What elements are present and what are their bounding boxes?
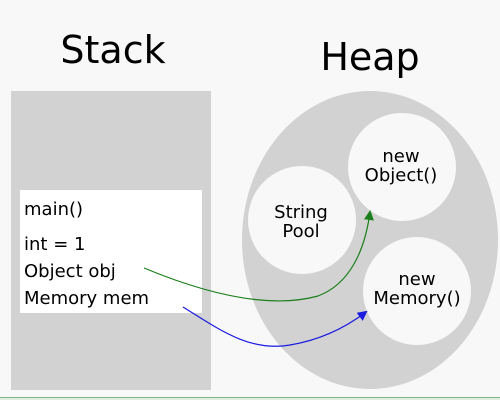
stack-frame: [20, 190, 202, 313]
new-memory-circle: [363, 237, 471, 345]
frame-var-int: int = 1: [24, 234, 85, 255]
frame-var-memory: Memory mem: [24, 288, 149, 309]
object-reference-arrow: [143, 210, 374, 302]
frame-var-object: Object obj: [24, 261, 116, 282]
new-memory-label-line2: Memory(): [373, 288, 460, 309]
new-object-label-line2: Object(): [365, 165, 438, 186]
frame-method-label: main(): [24, 199, 83, 220]
new-object-label-line1: new: [382, 146, 419, 167]
memory-reference-arrow: [182, 306, 368, 347]
stack-title: Stack: [60, 28, 165, 72]
string-pool-label-line1: String: [274, 202, 328, 223]
string-pool-label-line2: Pool: [282, 221, 319, 242]
bottom-edge-line: [0, 397, 500, 400]
new-object-circle: [348, 113, 456, 221]
string-pool-circle: [248, 166, 356, 274]
new-memory-label-line1: new: [398, 269, 435, 290]
heap-title: Heap: [320, 35, 419, 79]
